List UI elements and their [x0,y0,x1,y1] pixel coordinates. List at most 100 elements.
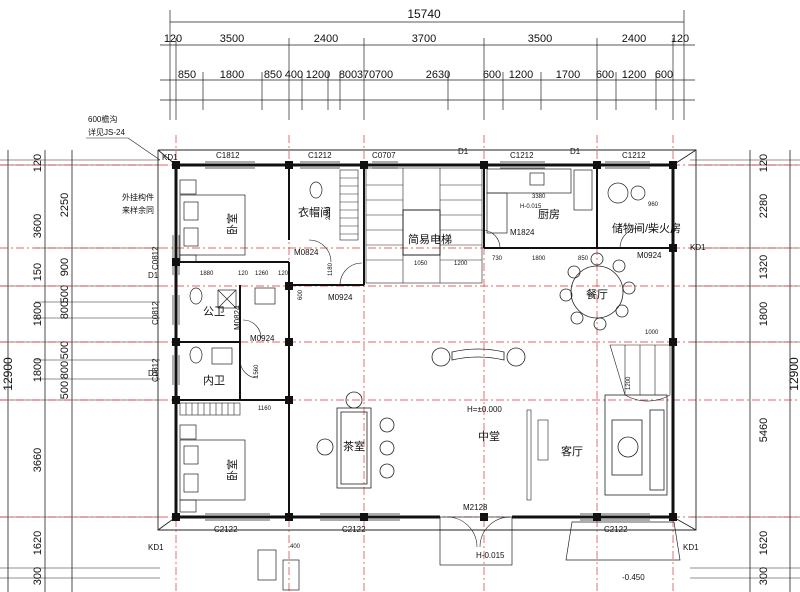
room-labels: 卧室 卧室 衣帽间 简易电梯 厨房 储物间/柴火房 餐厅 公卫 内卫 茶室 中堂… [203,205,681,481]
hall-partition [526,409,549,501]
bed-top [179,179,246,263]
small-dim: 600 [298,289,304,300]
dining-table [559,252,636,331]
dim-label: 2400 [622,33,646,45]
dim-label: 120 [671,33,689,45]
small-dimension-labels: 1880 120 1260 120 730 1800 850 1000 1160… [200,194,659,550]
axis-grid [0,135,800,592]
small-dim: 730 [492,256,503,262]
small-dim: 1180 [328,262,334,276]
door-label: M0924 [637,251,662,260]
spiral-stair [609,344,671,402]
dim-label: 600 [483,69,501,81]
dim-label: 3500 [528,33,552,45]
dim-label: 3500 [220,33,244,45]
living-sofa [604,394,668,496]
dim-label: 1200 [306,69,330,81]
dim-top-total: 15740 [407,7,441,21]
small-dim: 1160 [258,406,272,412]
dim-label: 3600 [32,214,44,238]
window-label: C0812 [151,246,160,270]
window-label: C1212 [622,151,646,160]
dim-label: 1200 [622,69,646,81]
left-dimension-lines [7,150,73,592]
window-label: C1212 [308,151,332,160]
dim-label: 5460 [758,418,770,442]
small-dim: 3380 [532,194,546,200]
door-label: M0824 [233,305,242,330]
dim-label: 1800 [758,302,770,326]
dim-label: 2630 [426,69,450,81]
room-inner-wc: 内卫 [203,373,225,387]
door-labels: M0824 M0924 M1824 M0924 M0924 M0824 M212… [233,228,662,512]
dim-label: 1200 [509,69,533,81]
small-dim: 960 [648,202,659,208]
window-label: C0707 [372,151,396,160]
dim-label: 800 [339,69,357,81]
level-labels: H=±0.000 H-0.015 H-0.015 -0.450 [467,204,645,582]
window-label: C2122 [604,525,628,534]
level-hall: H=±0.000 [467,405,502,414]
door-label: M0924 [250,334,275,343]
level-entry: H-0.015 [476,551,505,560]
dim-label: 1620 [758,531,770,555]
dim-label: 2400 [314,33,338,45]
dim-label: 120 [164,33,182,45]
door-label: M0824 [294,248,319,257]
columns [172,161,677,521]
tag-kd1: KD1 [148,543,164,552]
dim-label: 600 [655,69,673,81]
storage-fixtures [607,182,646,204]
dim-label: 1800 [32,302,44,326]
window-label: C2122 [214,525,238,534]
small-dim: 850 [578,256,589,262]
dim-label: 150 [32,263,44,281]
bed-bottom [179,424,246,513]
hall-chairs [431,347,526,367]
dim-label: 3700 [412,33,436,45]
room-living: 客厅 [561,444,583,458]
dim-label: 700 [375,69,393,81]
window-label: C1812 [216,151,240,160]
room-bedroom-top: 卧室 [225,213,239,235]
small-dim: 1260 [255,271,269,277]
dim-left-row1: 120 3600 150 1800 1800 3660 1620 300 [32,154,44,585]
room-hall: 中堂 [478,430,500,443]
window-label: C0812 [151,301,160,325]
room-kitchen: 厨房 [538,208,560,221]
dim-label: 2250 [59,193,71,217]
dim-label: 850 [264,69,282,81]
window-label: C2122 [342,525,366,534]
small-dim: 1050 [414,261,428,267]
dim-label: 600 [596,69,614,81]
tag-kd1: KD1 [162,153,178,162]
dim-label: 400 [285,69,303,81]
window-labels: C1812 C1212 C0707 C1212 C1212 C2122 C212… [151,151,646,534]
dim-left-row2: 2250 900 500 800 500 800 500 [59,193,71,399]
window-label: C0812 [151,358,160,382]
eave-note: 600檐沟 详见JS-24 [86,114,161,161]
dim-label: 1620 [32,531,44,555]
dim-label: 500 [59,285,71,303]
dim-top-row2: 850 1800 850 400 1200 800 370 700 2630 6… [178,69,673,81]
small-dim: 400 [290,544,301,550]
dim-label: 2280 [758,194,770,218]
right-dimension-lines [749,150,791,592]
window-label: C1212 [510,151,534,160]
small-dim: 1000 [645,330,659,336]
tag-kd1: KD1 [683,543,699,552]
tag-kd1: KD1 [690,243,706,252]
top-ticks [169,10,685,120]
dim-left-total: 12900 [1,357,15,391]
room-elevator: 简易电梯 [408,232,452,246]
small-dim: 120 [238,271,249,277]
door-label: M2128 [463,503,488,512]
dim-top-row1: 120 3500 2400 3700 3500 2400 120 [164,33,689,45]
dim-label: 900 [59,258,71,276]
door-label: M0924 [328,293,353,302]
dim-label: 3660 [32,448,44,472]
wardrobe-bottom [179,402,241,416]
small-dim: 2080 [326,206,332,220]
